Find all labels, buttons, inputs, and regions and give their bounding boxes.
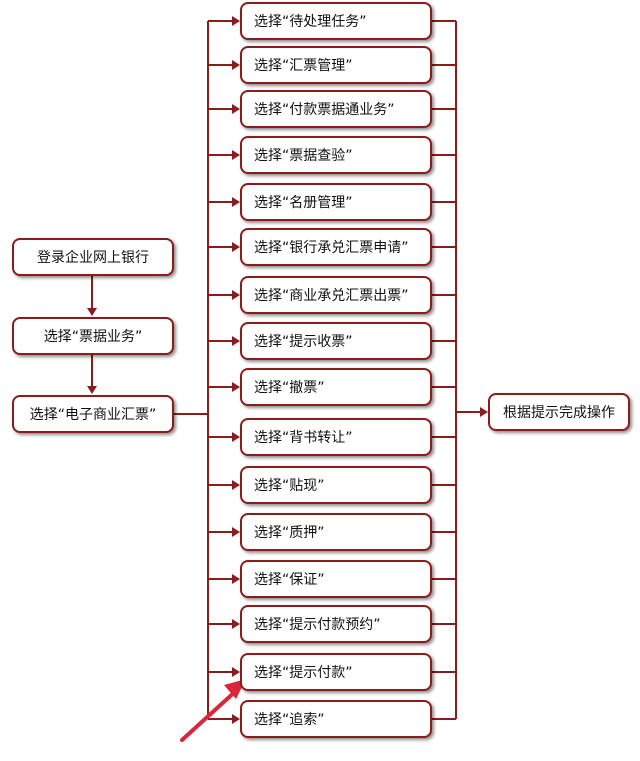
arrow-to-option-16 xyxy=(232,714,240,724)
arrow-to-option-10 xyxy=(232,432,240,442)
option-12: 选择“质押” xyxy=(240,513,432,551)
arrow-to-option-6 xyxy=(232,242,240,252)
arrow-to-option-3 xyxy=(232,104,240,114)
arrow-login-to-bills xyxy=(87,308,97,316)
option-11: 选择“贴现” xyxy=(240,466,432,504)
arrow-to-option-14 xyxy=(232,619,240,629)
step-bill-business: 选择“票据业务” xyxy=(12,317,174,355)
option-1: 选择“待处理任务” xyxy=(240,2,432,40)
step-e-commercial-bill: 选择“电子商业汇票” xyxy=(12,395,174,433)
option-3: 选择“付款票据通业务” xyxy=(240,90,432,128)
arrow-to-result xyxy=(480,407,488,417)
option-7: 选择“商业承兑汇票出票” xyxy=(240,276,432,314)
option-13: 选择“保证” xyxy=(240,560,432,598)
step-complete-operation: 根据提示完成操作 xyxy=(488,393,630,431)
arrow-to-option-1 xyxy=(232,16,240,26)
arrow-to-option-8 xyxy=(232,336,240,346)
option-16: 选择“追索” xyxy=(240,700,432,738)
option-15: 选择“提示付款” xyxy=(240,653,432,691)
arrow-to-option-11 xyxy=(232,480,240,490)
arrow-to-option-4 xyxy=(232,150,240,160)
option-5: 选择“名册管理” xyxy=(240,183,432,221)
option-10: 选择“背书转让” xyxy=(240,418,432,456)
arrow-bills-to-ecommercial xyxy=(87,386,97,394)
option-8: 选择“提示收票” xyxy=(240,322,432,360)
option-6: 选择“银行承兑汇票申请” xyxy=(240,228,432,266)
option-4: 选择“票据查验” xyxy=(240,136,432,174)
option-9: 选择“撤票” xyxy=(240,368,432,406)
arrow-to-option-7 xyxy=(232,290,240,300)
arrow-to-option-12 xyxy=(232,527,240,537)
arrow-to-option-5 xyxy=(232,197,240,207)
arrow-to-option-2 xyxy=(232,60,240,70)
arrow-to-option-9 xyxy=(232,382,240,392)
arrow-to-option-15 xyxy=(232,667,240,677)
option-2: 选择“汇票管理” xyxy=(240,46,432,84)
option-14: 选择“提示付款预约” xyxy=(240,605,432,643)
highlight-pointer-shaft xyxy=(180,687,240,742)
arrow-to-option-13 xyxy=(232,574,240,584)
step-login: 登录企业网上银行 xyxy=(12,238,174,276)
